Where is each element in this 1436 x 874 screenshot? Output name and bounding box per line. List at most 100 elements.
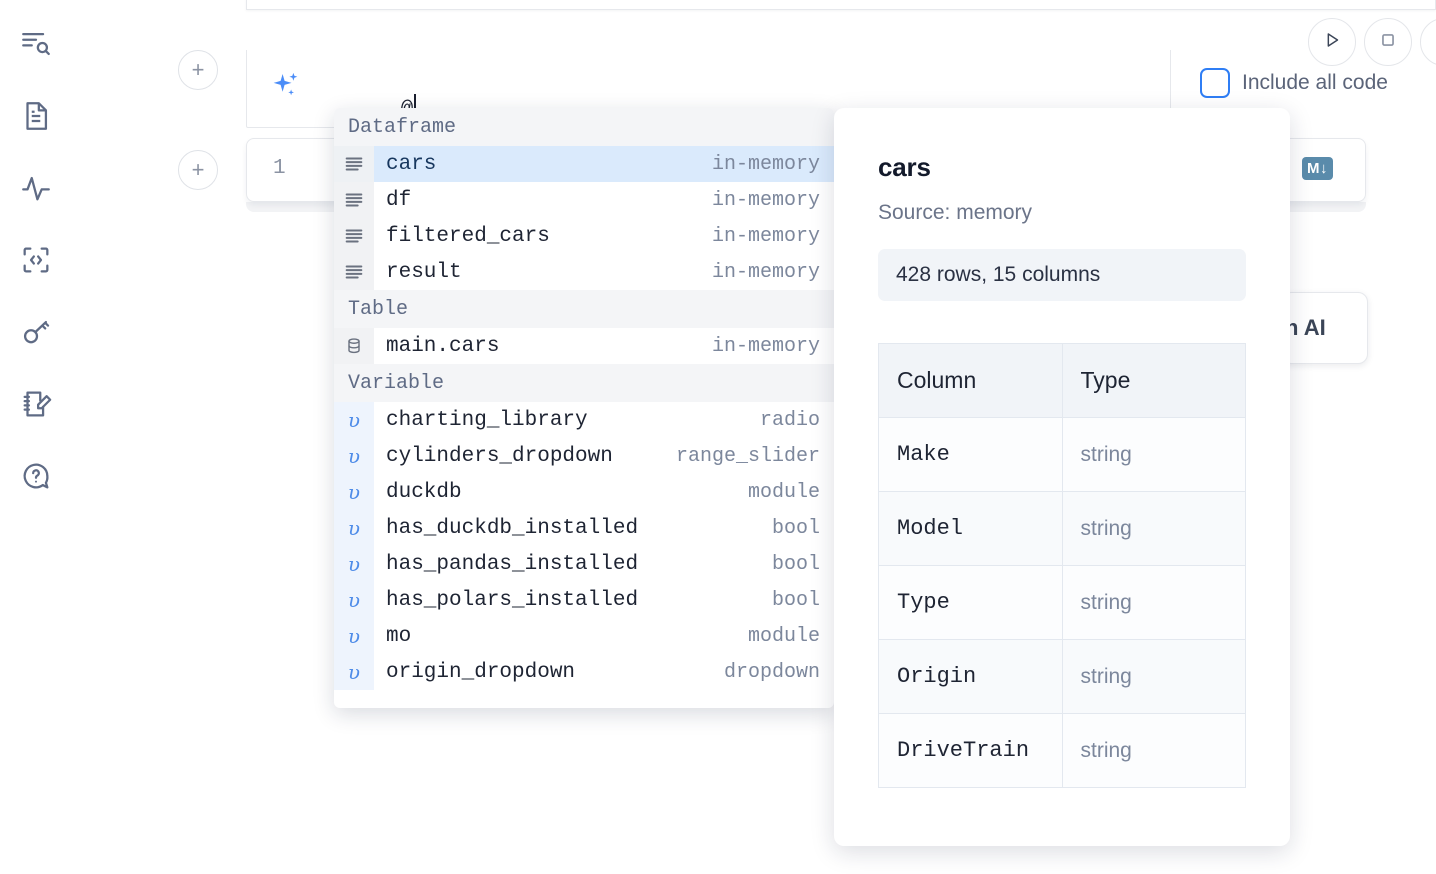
variable-icon: υ	[334, 546, 374, 582]
table-database-icon	[334, 328, 374, 364]
autocomplete-item-name: main.cars	[386, 334, 500, 358]
autocomplete-item-name: result	[386, 260, 462, 284]
add-cell-button-bottom[interactable]: +	[178, 150, 218, 190]
dataframe-icon	[334, 254, 374, 290]
help-chat-icon	[19, 459, 53, 493]
autocomplete-item-type: in-memory	[711, 260, 820, 284]
generate-with-ai-label: h AI	[1285, 315, 1326, 340]
variable-icon: υ	[334, 438, 374, 474]
add-cell-button-top[interactable]: +	[178, 50, 218, 90]
sidebar-item-activity[interactable]	[12, 162, 60, 214]
autocomplete-item[interactable]: υ charting_library radio	[334, 402, 834, 438]
variable-icon: υ	[334, 582, 374, 618]
line-number: 1	[273, 157, 286, 180]
sidebar-item-secrets[interactable]	[12, 306, 60, 358]
text-caret	[414, 94, 417, 120]
schema-column-type: string	[1061, 417, 1246, 492]
generate-with-ai-button[interactable]: h AI	[1282, 292, 1368, 364]
schema-table-header-row: Column Type	[878, 343, 1246, 418]
plus-icon: +	[191, 157, 205, 182]
autocomplete-item-name: has_pandas_installed	[386, 552, 639, 576]
autocomplete-item-name: charting_library	[386, 408, 588, 432]
include-all-code-label: Include all code	[1242, 71, 1388, 94]
code-snippet-icon	[19, 243, 53, 277]
autocomplete-item-type: bool	[771, 516, 820, 540]
schema-header-type: Type	[1061, 343, 1246, 418]
variable-icon: υ	[334, 402, 374, 438]
stop-button[interactable]	[1364, 18, 1412, 66]
sidebar-item-outline[interactable]	[12, 18, 60, 70]
sidebar-item-help[interactable]	[12, 450, 60, 502]
schema-column-type: string	[1061, 713, 1246, 788]
autocomplete-item[interactable]: υ origin_dropdown dropdown	[334, 654, 834, 690]
autocomplete-item-type: radio	[759, 408, 820, 432]
dataframe-icon	[334, 182, 374, 218]
sidebar-item-files[interactable]	[12, 90, 60, 142]
autocomplete-item-type: module	[747, 480, 820, 504]
variable-icon: υ	[334, 474, 374, 510]
panel-top-edge	[246, 0, 1436, 10]
sparkle-icon	[269, 68, 303, 102]
autocomplete-item-name: duckdb	[386, 480, 462, 504]
stop-square-icon	[1377, 29, 1399, 56]
schema-column-type: string	[1061, 491, 1246, 566]
file-text-icon	[19, 99, 53, 133]
more-actions-button[interactable]	[1420, 18, 1436, 66]
autocomplete-item-type: bool	[771, 588, 820, 612]
autocomplete-item-name: df	[386, 188, 412, 212]
schema-column-name: Make	[878, 417, 1063, 492]
autocomplete-item[interactable]: cars in-memory	[334, 146, 834, 182]
autocomplete-item[interactable]: υ has_pandas_installed bool	[334, 546, 834, 582]
include-all-code-row[interactable]: Include all code	[1200, 68, 1388, 98]
autocomplete-item-type: range_slider	[675, 444, 820, 468]
autocomplete-item-type: dropdown	[723, 660, 820, 684]
schema-column-name: Model	[878, 491, 1063, 566]
detail-title: cars	[878, 152, 931, 182]
outline-search-icon	[19, 27, 53, 61]
key-icon	[19, 315, 53, 349]
sidebar-item-scratchpad[interactable]	[12, 378, 60, 430]
run-button[interactable]	[1308, 18, 1356, 66]
include-all-code-checkbox[interactable]	[1200, 68, 1230, 98]
plus-icon: +	[191, 57, 205, 82]
activity-pulse-icon	[19, 171, 53, 205]
autocomplete-item-name: cars	[386, 152, 437, 176]
autocomplete-item-type: in-memory	[711, 152, 820, 176]
autocomplete-group-header: Variable	[334, 364, 834, 402]
detail-shape: 428 rows, 15 columns	[878, 249, 1246, 301]
notebook-pencil-icon	[19, 387, 53, 421]
autocomplete-dropdown[interactable]: Dataframe cars in-memory df in-memory filtere…	[334, 108, 834, 708]
autocomplete-item-name: origin_dropdown	[386, 660, 576, 684]
autocomplete-item-name: has_duckdb_installed	[386, 516, 639, 540]
autocomplete-item[interactable]: df in-memory	[334, 182, 834, 218]
autocomplete-item[interactable]: υ has_polars_installed bool	[334, 582, 834, 618]
markdown-label: M↓	[1302, 156, 1333, 180]
sidebar-item-snippets[interactable]	[12, 234, 60, 286]
autocomplete-item[interactable]: result in-memory	[334, 254, 834, 290]
dataframe-icon	[334, 146, 374, 182]
autocomplete-group-header: Dataframe	[334, 108, 834, 146]
autocomplete-item-name: filtered_cars	[386, 224, 550, 248]
variable-icon: υ	[334, 654, 374, 690]
dataframe-icon	[334, 218, 374, 254]
autocomplete-item-type: module	[747, 624, 820, 648]
markdown-icon[interactable]: M↓	[1302, 156, 1333, 180]
autocomplete-item-name: has_polars_installed	[386, 588, 639, 612]
sidebar-rail	[0, 0, 72, 874]
schema-column-type: string	[1061, 639, 1246, 714]
schema-column-name: Type	[878, 565, 1063, 640]
schema-header-column: Column	[878, 343, 1063, 418]
autocomplete-item-type: in-memory	[711, 188, 820, 212]
autocomplete-item-type: bool	[771, 552, 820, 576]
